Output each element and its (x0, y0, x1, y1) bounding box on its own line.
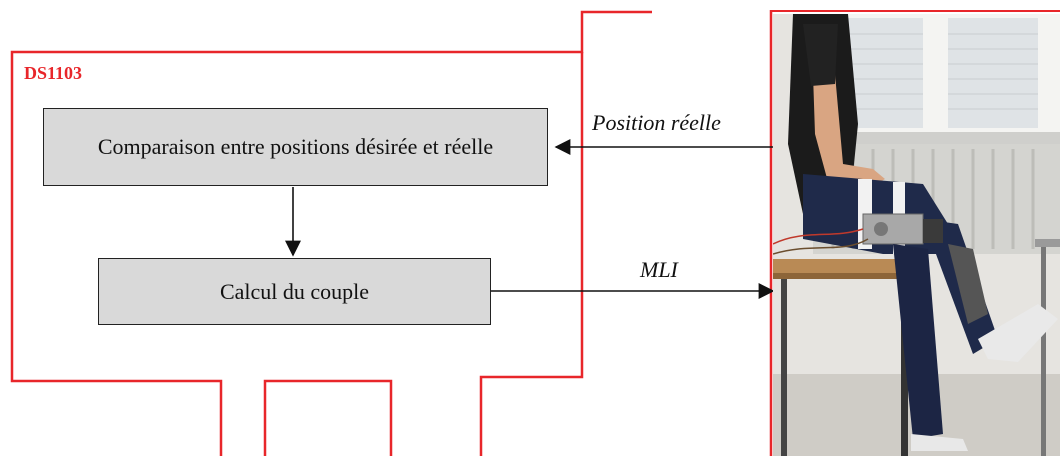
compare-block: Comparaison entre positions désirée et r… (43, 108, 548, 186)
experiment-photo (773, 14, 1060, 456)
board-outline (10, 10, 652, 456)
command-signal-label: MLI (640, 257, 678, 282)
feedback-signal-label: Position réelle (592, 110, 721, 135)
board-connector-2 (479, 52, 584, 456)
board-label: DS1103 (24, 63, 83, 83)
torque-block: Calcul du couple (98, 258, 491, 325)
board-connector-1 (263, 379, 393, 456)
